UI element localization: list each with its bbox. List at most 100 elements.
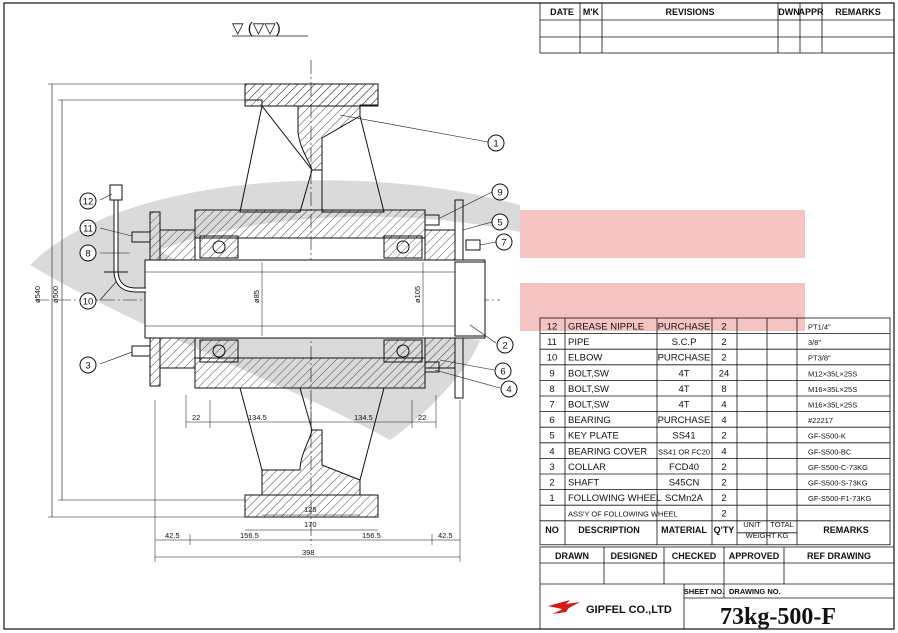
bom-cell-description: ASS'Y OF FOLLOWING WHEEL <box>568 510 678 519</box>
bom-cell-remarks: GF-S500-F1-73KG <box>808 494 872 503</box>
bom-cell-qty: 2 <box>721 509 726 520</box>
company-name: GIPFEL CO.,LTD <box>586 604 672 616</box>
bom-cell-no: 4 <box>549 446 554 457</box>
dimension-labels: ø540 ø500 ø85 ø105 22 134.5 134.5 22 125… <box>33 286 453 557</box>
svg-text:10: 10 <box>83 297 94 308</box>
bom-cell-remarks: M16×35L×25S <box>808 401 857 410</box>
svg-text:12: 12 <box>83 197 94 208</box>
svg-text:6: 6 <box>500 367 505 378</box>
bom-cell-no: 6 <box>549 415 554 426</box>
svg-text:MATERIAL: MATERIAL <box>661 525 707 535</box>
bom-cell-remarks: GF-S500-C-73KG <box>808 463 868 472</box>
bom-cell-description: BOLT,SW <box>568 400 609 411</box>
bom-header: NO DESCRIPTION MATERIAL Q'TY UNIT TOTAL … <box>545 520 869 540</box>
bom-cell-remarks: GF-S500-K <box>808 432 846 441</box>
svg-text:DESCRIPTION: DESCRIPTION <box>578 525 640 535</box>
svg-text:5: 5 <box>497 218 502 229</box>
bom-cell-qty: 2 <box>721 431 726 442</box>
svg-text:UNIT: UNIT <box>743 520 761 529</box>
dim-d500: ø500 <box>51 286 60 303</box>
bom-cell-no: 12 <box>547 322 558 333</box>
balloon-12: 12 <box>79 192 97 210</box>
svg-text:REMARKS: REMARKS <box>823 525 869 535</box>
surface-finish-symbol: ▽ (▽▽) <box>232 20 281 37</box>
bom-cell-description: PIPE <box>568 337 590 348</box>
bom-cell-remarks: GF-S500-S-73KG <box>808 479 868 488</box>
drawing-number: 73kg-500-F <box>720 604 836 630</box>
balloon-3: 3 <box>79 356 97 374</box>
bom-cell-no: 11 <box>547 337 557 348</box>
bom-cell-description: BOLT,SW <box>568 368 609 379</box>
bom-cell-no: 9 <box>549 368 554 379</box>
svg-text:NO: NO <box>545 525 559 535</box>
balloon-10: 10 <box>79 292 97 310</box>
svg-text:TOTAL: TOTAL <box>770 520 793 529</box>
svg-text:M'K: M'K <box>583 7 600 17</box>
bom-cell-qty: 4 <box>721 415 726 426</box>
svg-text:REMARKS: REMARKS <box>835 7 881 17</box>
bom-cell-description: BEARING <box>568 415 611 426</box>
dim-d105: ø105 <box>413 286 422 303</box>
bom-cell-material: FCD40 <box>669 462 699 473</box>
balloon-4: 4 <box>500 380 518 398</box>
bom-cell-no: 7 <box>549 400 554 411</box>
bom-cell-qty: 4 <box>721 446 726 457</box>
bom-cell-remarks: GF-S500-BC <box>808 447 852 456</box>
dim-42-5-left: 42.5 <box>165 531 180 540</box>
bom-cell-material: SS41 OR FC20 <box>658 447 710 456</box>
bom-cell-description: BEARING COVER <box>568 446 647 457</box>
bom-cell-material: PURCHASE <box>658 353 711 364</box>
bom-cell-material: 4T <box>678 400 689 411</box>
bom-cell-qty: 8 <box>721 384 726 395</box>
balloon-6: 6 <box>494 362 512 380</box>
bom-cell-remarks: #22217 <box>808 416 833 425</box>
bom-cell-remarks: M12×35L×25S <box>808 369 857 378</box>
part-balloons: 1 9 5 7 2 6 4 12 11 8 10 3 <box>79 134 518 398</box>
revisions-table <box>539 2 895 54</box>
bom-cell-qty: 4 <box>721 400 726 411</box>
svg-text:SHEET NO.: SHEET NO. <box>684 587 724 596</box>
dim-d85: ø85 <box>252 290 261 303</box>
bom-cell-material: 4T <box>678 384 689 395</box>
dim-134-5-right: 134.5 <box>354 413 373 422</box>
bom-cell-material: SCMn2A <box>665 493 704 504</box>
dim-134-5-left: 134.5 <box>248 413 267 422</box>
bom-cell-material: 4T <box>678 368 689 379</box>
bom-cell-remarks: 3/8" <box>808 338 821 347</box>
bom-cell-no: 3 <box>549 462 554 473</box>
bom-cell-material: PURCHASE <box>658 415 711 426</box>
svg-text:7: 7 <box>501 238 506 249</box>
svg-text:DRAWING NO.: DRAWING NO. <box>729 587 781 596</box>
dim-22-right: 22 <box>418 413 426 422</box>
svg-text:11: 11 <box>83 224 93 235</box>
bom-cell-description: BOLT,SW <box>568 384 609 395</box>
svg-text:DATE: DATE <box>550 7 574 17</box>
bom-cell-description: FOLLOWING WHEEL <box>568 493 661 504</box>
svg-text:9: 9 <box>497 188 502 199</box>
svg-text:1: 1 <box>493 139 498 150</box>
bom-cell-qty: 2 <box>721 493 726 504</box>
balloon-1: 1 <box>487 134 505 152</box>
svg-text:APPROVED: APPROVED <box>729 551 780 561</box>
balloon-11: 11 <box>79 219 97 237</box>
revisions-header: DATE M'K REVISIONS DWN APPR REMARKS <box>550 7 881 17</box>
title-block-labels: DRAWN DESIGNED CHECKED APPROVED REF DRAW… <box>555 551 871 596</box>
bom-cell-qty: 2 <box>721 337 726 348</box>
bom-cell-qty: 2 <box>721 478 726 489</box>
bom-cell-description: KEY PLATE <box>568 431 619 442</box>
svg-text:8: 8 <box>85 249 90 260</box>
bom-cell-remarks: PT1/4" <box>808 323 831 332</box>
dim-398: 398 <box>302 548 315 557</box>
svg-text:Q'TY: Q'TY <box>714 525 735 535</box>
bom-cell-qty: 24 <box>719 368 730 379</box>
svg-text:DESIGNED: DESIGNED <box>610 551 658 561</box>
company-logo <box>548 600 580 614</box>
bom-cell-qty: 2 <box>721 353 726 364</box>
bom-cell-no: 2 <box>549 478 554 489</box>
svg-text:DRAWN: DRAWN <box>555 551 589 561</box>
sheet-border <box>3 2 895 630</box>
bom-cell-qty: 2 <box>721 322 726 333</box>
bom-cell-description: COLLAR <box>568 462 606 473</box>
dim-156-5-left: 156.5 <box>240 531 259 540</box>
